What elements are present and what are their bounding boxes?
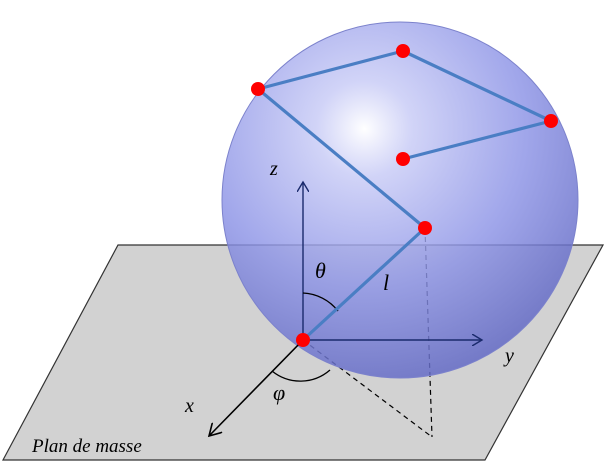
x-axis-label: x — [184, 395, 194, 417]
length-label: l — [383, 270, 389, 295]
projection-lines — [302, 227, 433, 438]
chain-node — [396, 44, 410, 58]
plane-label: Plan de masse — [31, 436, 142, 457]
z-axis-label: z — [269, 158, 278, 180]
chain-node — [418, 221, 432, 235]
chain-node — [544, 114, 558, 128]
chain-node — [396, 152, 410, 166]
theta-label: θ — [315, 258, 326, 283]
sphere — [221, 21, 579, 379]
origin-node — [296, 333, 310, 347]
chain-nodes — [251, 44, 558, 347]
phi-angle-arc — [271, 369, 331, 382]
chain-node — [251, 82, 265, 96]
chain-links — [256, 49, 553, 342]
x-axis — [209, 339, 304, 436]
phi-label: φ — [273, 380, 285, 405]
y-axis-label: y — [503, 345, 514, 367]
vertical-projection-line — [424, 227, 433, 438]
